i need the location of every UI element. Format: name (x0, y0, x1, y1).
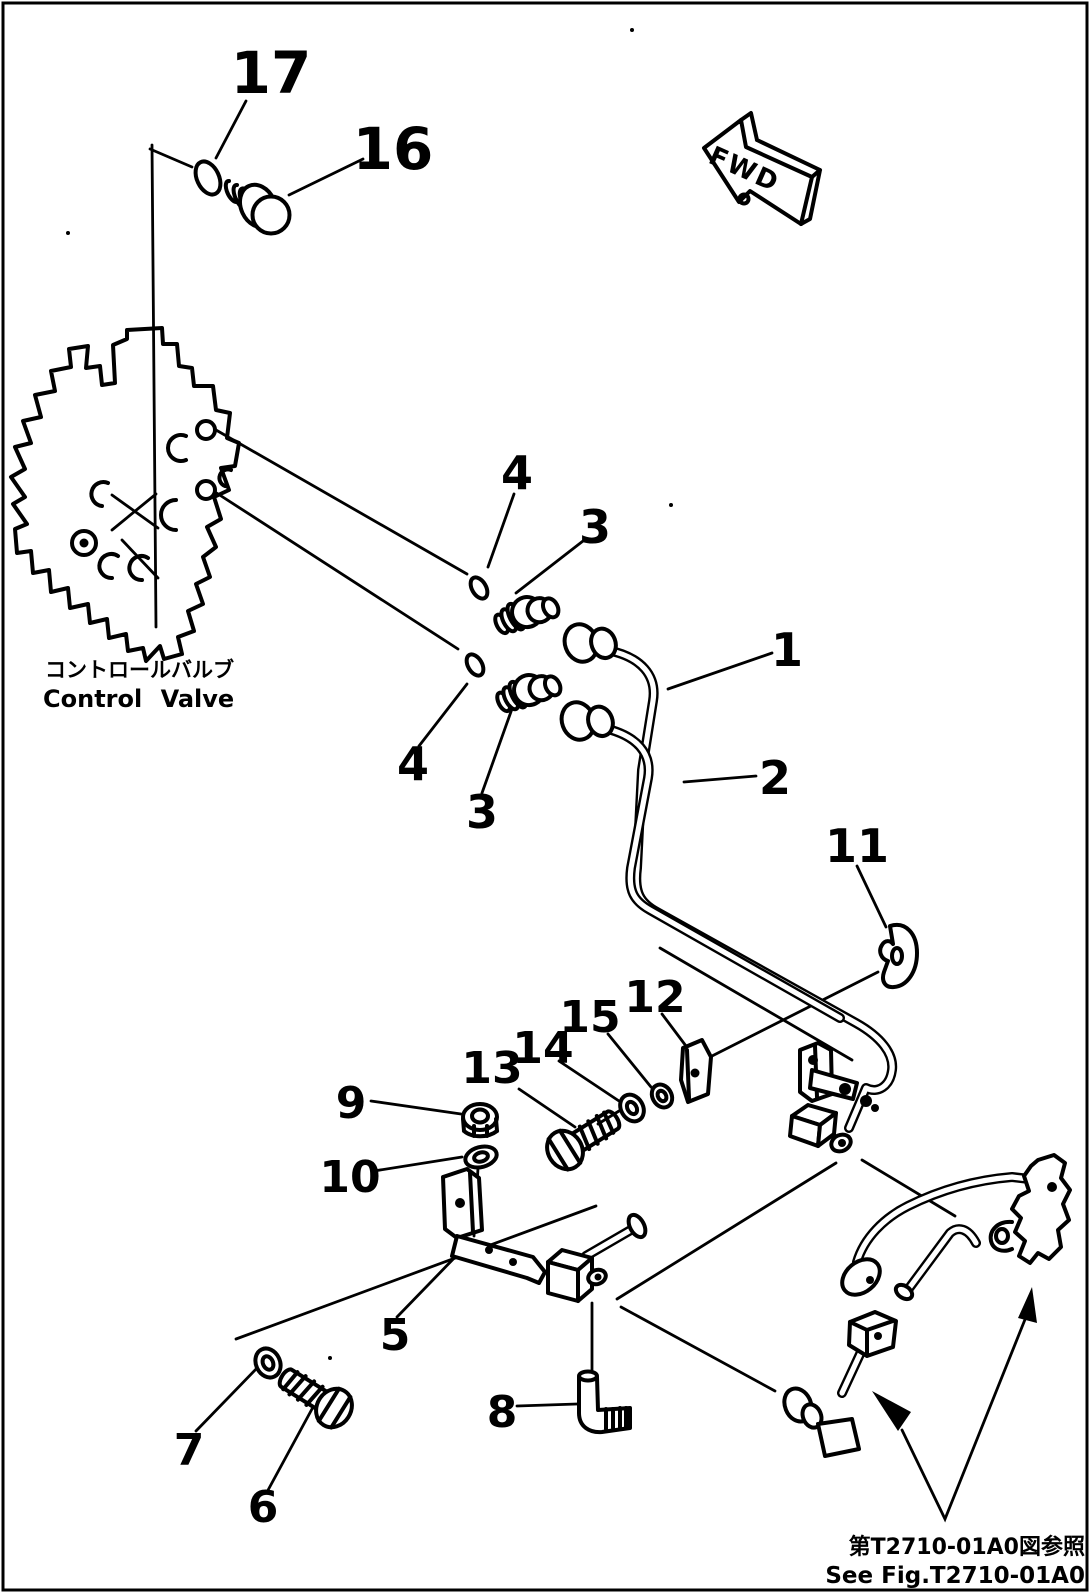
washer-14 (618, 1092, 646, 1124)
plug-16 (223, 179, 292, 236)
reference-note-jp: 第T2710-01A0図参照 (849, 1534, 1085, 1560)
callout-numbers: 17 16 4 3 1 2 4 3 11 12 15 14 13 9 10 5 … (174, 39, 889, 1533)
leader-lines (194, 99, 888, 1494)
washer-7 (253, 1346, 283, 1380)
callout-15: 15 (559, 992, 620, 1043)
o-ring-4b (464, 652, 486, 678)
o-ring-17 (193, 159, 223, 197)
callout-10: 10 (319, 1152, 380, 1203)
pipe-bracket (798, 1041, 879, 1112)
control-valve-label-en: Control Valve (43, 685, 234, 713)
callout-14: 14 (512, 1023, 573, 1074)
callout-17: 17 (231, 39, 312, 107)
callout-16: 16 (353, 115, 434, 183)
control-valve-label-jp: コントロールバルブ (45, 658, 234, 682)
reference-arrows (872, 1287, 1037, 1523)
washer-10 (463, 1144, 499, 1170)
washer-15 (649, 1082, 675, 1110)
callout-4a: 4 (501, 446, 533, 500)
callout-5: 5 (380, 1310, 411, 1361)
reference-note-en: See Fig.T2710-01A0 (825, 1563, 1085, 1589)
callout-1: 1 (771, 623, 803, 677)
callout-4b: 4 (397, 737, 429, 791)
print-specks (66, 28, 673, 1360)
clamp-11 (878, 922, 919, 990)
callout-6: 6 (248, 1482, 279, 1533)
callout-11: 11 (825, 819, 889, 873)
referenced-manifold-assembly (782, 1153, 1072, 1458)
plug-axis-line (148, 143, 194, 629)
callout-8: 8 (487, 1387, 518, 1438)
callout-3a: 3 (579, 500, 611, 554)
callout-3b: 3 (466, 785, 498, 839)
valve-port-details (70, 419, 233, 582)
callout-9: 9 (336, 1078, 367, 1129)
nut-9 (461, 1102, 499, 1139)
clip-12 (679, 1038, 713, 1104)
callout-12: 12 (624, 972, 685, 1023)
callout-7: 7 (174, 1425, 205, 1476)
o-ring-4a (468, 575, 490, 601)
bracket-5 (441, 1167, 547, 1285)
pipe-end-elbow-block (788, 1103, 853, 1154)
callout-13: 13 (461, 1043, 522, 1094)
callout-2: 2 (759, 751, 791, 805)
center-elbow-block (546, 1212, 648, 1303)
control-valve-body (9, 326, 241, 663)
elbow-8 (577, 1369, 632, 1435)
